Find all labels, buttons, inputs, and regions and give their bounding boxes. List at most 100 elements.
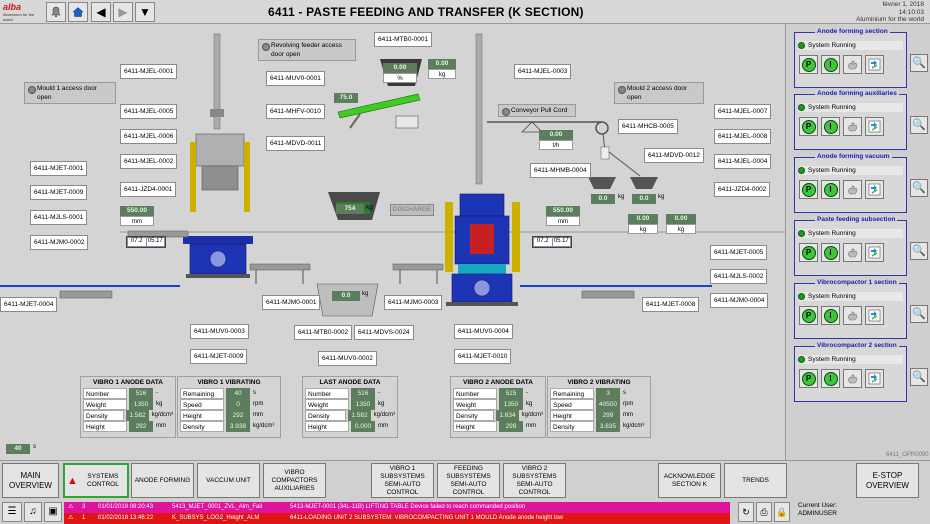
alarm-list-button[interactable]: ☰	[2, 502, 22, 522]
estop-overview-button[interactable]: E-STOP OVERVIEW	[856, 463, 919, 498]
mode-button[interactable]	[865, 243, 884, 262]
tag-mdvd-0012[interactable]: 6411-MDVD-0012	[644, 148, 704, 163]
acknowledge-button[interactable]: ACKNOWLEDGE SECTION K	[658, 463, 721, 498]
info-button[interactable]: I	[821, 55, 840, 74]
zoom-button[interactable]: 🔍	[910, 368, 928, 386]
info-button[interactable]: I	[821, 306, 840, 325]
hand-button[interactable]	[843, 55, 862, 74]
hand-button[interactable]	[843, 180, 862, 199]
discharge-button[interactable]: DISCHARGE	[390, 204, 434, 216]
tag-jzd4-0001[interactable]: 6411-JZD4-0001	[120, 182, 177, 197]
mode-button[interactable]	[865, 117, 884, 136]
tag-mjel-0006[interactable]: 6411-MJEL-0006	[120, 129, 178, 144]
zoom-button[interactable]: 🔍	[910, 242, 928, 260]
tag-jzd4-0002[interactable]: 6411-JZD4-0002	[714, 182, 771, 197]
start-button[interactable]: P	[799, 369, 818, 388]
bell-icon-button[interactable]	[46, 2, 66, 22]
tag-mjet-0009[interactable]: 6411-MJET-0009	[30, 185, 88, 200]
tag-mjel-0007[interactable]: 6411-MJEL-0007	[714, 104, 772, 119]
tag-mjel-0005[interactable]: 6411-MJEL-0005	[120, 104, 178, 119]
tag-mjel-0003[interactable]: 6411-MJEL-0003	[514, 64, 572, 79]
systems-control-button[interactable]: ▲ SYSTEMS CONTROL	[63, 463, 129, 498]
tag-mjls-0001[interactable]: 6411-MJLS-0001	[30, 210, 88, 225]
tag-mjet-0008[interactable]: 6411-MJET-0008	[642, 297, 700, 312]
hand-button[interactable]	[843, 117, 862, 136]
tag-mhcb-0005[interactable]: 6411-MHCB-0005	[618, 119, 678, 134]
lock-button[interactable]: 🔒	[774, 502, 790, 522]
vibro1-semi-auto-button[interactable]: VIBRO 1 SUBSYSTEMS SEMI-AUTO CONTROL	[371, 463, 434, 498]
tag-mjet-0009-b[interactable]: 6411-MJET-0009	[190, 349, 248, 364]
info-button[interactable]: I	[821, 117, 840, 136]
tag-mjel-0001[interactable]: 6411-MJEL-0001	[120, 64, 178, 79]
tag-muv0-0004[interactable]: 6411-MUV0-0004	[454, 324, 513, 339]
print-button[interactable]: ⎙	[756, 502, 772, 522]
vibro-aux-button[interactable]: VIBRO COMPACTORS AUXILIARIES	[263, 463, 326, 498]
menu-dropdown-button[interactable]: ▼	[135, 2, 155, 22]
vacuum-unit-button[interactable]: VACCUM UNIT	[197, 463, 260, 498]
tag-mjel-0004[interactable]: 6411-MJEL-0004	[714, 154, 772, 169]
timer-unit: s	[33, 444, 36, 450]
tag-mhfv-0010[interactable]: 6411-MHFV-0010	[266, 104, 325, 119]
hand-button[interactable]	[843, 306, 862, 325]
vibro2-semi-auto-button[interactable]: VIBRO 2 SUBSYSTEMS SEMI-AUTO CONTROL	[503, 463, 566, 498]
tag-mdvd-0011[interactable]: 6411-MDVD-0011	[266, 136, 326, 151]
main-overview-button[interactable]: MAIN OVERVIEW	[2, 463, 59, 498]
tag-mjet-0005[interactable]: 6411-MJET-0005	[710, 245, 768, 260]
tag-mjm0-0003[interactable]: 6411-MJM0-0003	[384, 295, 443, 310]
running-dot-icon	[798, 104, 805, 111]
tag-muv0-0002[interactable]: 6411-MUV0-0002	[318, 351, 377, 366]
tag-mjet-0001[interactable]: 6411-MJET-0001	[30, 161, 88, 176]
refresh-button[interactable]: ↻	[738, 502, 754, 522]
info-button[interactable]: I	[821, 243, 840, 262]
forward-button[interactable]: ▶	[113, 2, 133, 22]
row-unit: kg/dcm³	[151, 412, 173, 418]
i-icon: I	[823, 245, 838, 260]
trends-button[interactable]: TRENDS	[724, 463, 787, 498]
tag-mjm0-0001[interactable]: 6411-MJM0-0001	[262, 295, 321, 310]
info-button[interactable]: I	[821, 369, 840, 388]
start-button[interactable]: P	[799, 243, 818, 262]
tag-muv0-0001[interactable]: 6411-MUV0-0001	[266, 71, 325, 86]
start-button[interactable]: P	[799, 117, 818, 136]
mode-button[interactable]	[865, 55, 884, 74]
start-button[interactable]: P	[799, 180, 818, 199]
mode-button[interactable]	[865, 306, 884, 325]
info-button[interactable]: I	[821, 180, 840, 199]
tag-mjm0-0002[interactable]: 6411-MJM0-0002	[30, 235, 89, 250]
start-button[interactable]: P	[799, 306, 818, 325]
zoom-button[interactable]: 🔍	[910, 305, 928, 323]
mode-button[interactable]	[865, 369, 884, 388]
start-button[interactable]: P	[799, 55, 818, 74]
tag-mhmb-0004[interactable]: 6411-MHMB-0004	[530, 163, 591, 178]
tag-mjel-0008[interactable]: 6411-MJEL-0008	[714, 129, 772, 144]
zoom-button[interactable]: 🔍	[910, 116, 928, 134]
tag-mjet-0010[interactable]: 6411-MJET-0010	[454, 349, 512, 364]
tag-mtb0-0002[interactable]: 6411-MTB0-0002	[294, 325, 353, 340]
home-button[interactable]	[68, 2, 88, 22]
alarm-filter-button[interactable]: ▣	[44, 502, 62, 522]
tag-mjls-0002[interactable]: 6411-MJLS-0002	[710, 269, 768, 284]
hand-button[interactable]	[843, 369, 862, 388]
logo-subtext: Aluminium for the world	[3, 12, 35, 22]
anode-forming-button[interactable]: ANODE FORMING	[131, 463, 194, 498]
tag-mtb0-0001[interactable]: 6411-MTB0-0001	[374, 32, 433, 47]
feeding-semi-auto-button[interactable]: FEEDING SUBSYSTEMS SEMI-AUTO CONTROL	[437, 463, 500, 498]
tag-muv0-0003[interactable]: 6411-MUV0-0003	[190, 324, 249, 339]
zoom-button[interactable]: 🔍	[910, 54, 928, 72]
zoom-button[interactable]: 🔍	[910, 179, 928, 197]
alarm-silence-button[interactable]: ♫	[24, 502, 42, 522]
back-button[interactable]: ◀	[91, 2, 111, 22]
tag-mdvs-0024[interactable]: 6411-MDVS-0024	[354, 325, 414, 340]
top-weight-unit: kg	[428, 69, 456, 79]
tag-mjet-0004[interactable]: 6411-MJET-0004	[0, 297, 58, 312]
hand-button[interactable]	[843, 243, 862, 262]
lock-icon: 🔒	[776, 507, 788, 517]
tag-mjel-0002[interactable]: 6411-MJEL-0002	[120, 154, 178, 169]
row-value: 40	[226, 388, 250, 399]
chevron-down-icon: ▼	[139, 5, 151, 19]
mode-button[interactable]	[865, 180, 884, 199]
tag-mjm0-0004[interactable]: 6411-MJM0-0004	[710, 293, 769, 308]
row-value: 3.938	[226, 421, 250, 432]
